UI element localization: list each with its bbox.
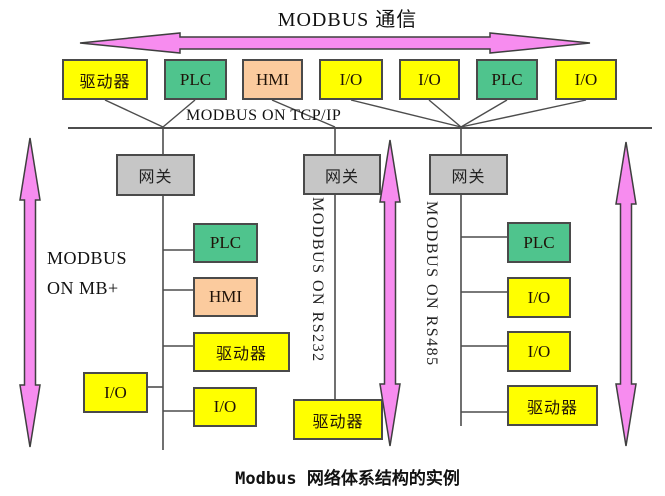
device-label: I/O <box>339 69 363 89</box>
device-box-io: I/O <box>507 331 571 372</box>
device-box-io: I/O <box>555 59 617 100</box>
device-label: 驱动器 <box>526 399 578 417</box>
device-box-io: I/O <box>399 59 460 100</box>
device-label: I/O <box>213 397 237 416</box>
rs485-bus-label: MODBUS ON RS485 <box>423 201 440 367</box>
device-label: 驱动器 <box>215 346 267 363</box>
device-box-io: I/O <box>319 59 383 100</box>
device-box-io: I/O <box>193 387 257 427</box>
device-box-drive: 驱动器 <box>193 332 290 372</box>
device-label: 驱动器 <box>312 413 364 431</box>
branch-bus-lines <box>148 128 507 450</box>
device-box-io: I/O <box>83 372 148 413</box>
device-label: I/O <box>527 341 551 361</box>
device-label: PLC <box>491 69 523 89</box>
device-label: HMI <box>208 287 243 306</box>
device-label: I/O <box>104 382 127 402</box>
gateway-label: 网关 <box>138 169 173 186</box>
horizontal-double-arrow <box>79 32 591 54</box>
tcpip-bus-label: MODBUS ON TCP/IP <box>186 107 342 124</box>
device-connector-lines <box>104 99 587 128</box>
device-label: PLC <box>179 69 212 89</box>
gateway-box: 网关 <box>429 154 508 195</box>
device-label: PLC <box>209 233 242 252</box>
device-label: I/O <box>418 69 441 89</box>
mbplus-bus-label: MODBUS ON MB+ <box>47 243 127 303</box>
rs232-bus-label: MODBUS ON RS232 <box>309 197 326 363</box>
gateway-box: 网关 <box>303 154 381 195</box>
device-box-drive: 驱动器 <box>293 399 383 440</box>
device-box-drive: 驱动器 <box>62 59 148 100</box>
left-vertical-double-arrow <box>19 137 41 448</box>
device-box-plc: PLC <box>507 222 571 263</box>
device-box-plc: PLC <box>193 223 258 263</box>
gateway-box: 网关 <box>116 154 195 196</box>
device-box-io: I/O <box>507 277 571 318</box>
device-label: PLC <box>523 232 555 252</box>
device-box-drive: 驱动器 <box>507 385 598 426</box>
gateway-label: 网关 <box>451 168 486 186</box>
mbplus-label-line1: MODBUS <box>47 248 128 268</box>
device-label: I/O <box>527 287 551 307</box>
device-box-hmi: HMI <box>242 59 303 100</box>
mbplus-label-line2: ON MB+ <box>47 278 119 298</box>
diagram-title: MODBUS 通信 <box>277 9 418 31</box>
gateway-label: 网关 <box>324 168 359 186</box>
device-label: HMI <box>255 69 290 89</box>
diagram-caption: Modbus 网络体系结构的实例 <box>235 469 460 489</box>
device-box-plc: PLC <box>476 59 538 100</box>
right-vertical-double-arrow <box>615 141 637 447</box>
middle-vertical-double-arrow <box>379 139 401 447</box>
device-box-hmi: HMI <box>193 277 258 317</box>
device-label: 驱动器 <box>79 73 131 91</box>
device-label: I/O <box>574 69 598 89</box>
device-box-plc: PLC <box>164 59 227 100</box>
